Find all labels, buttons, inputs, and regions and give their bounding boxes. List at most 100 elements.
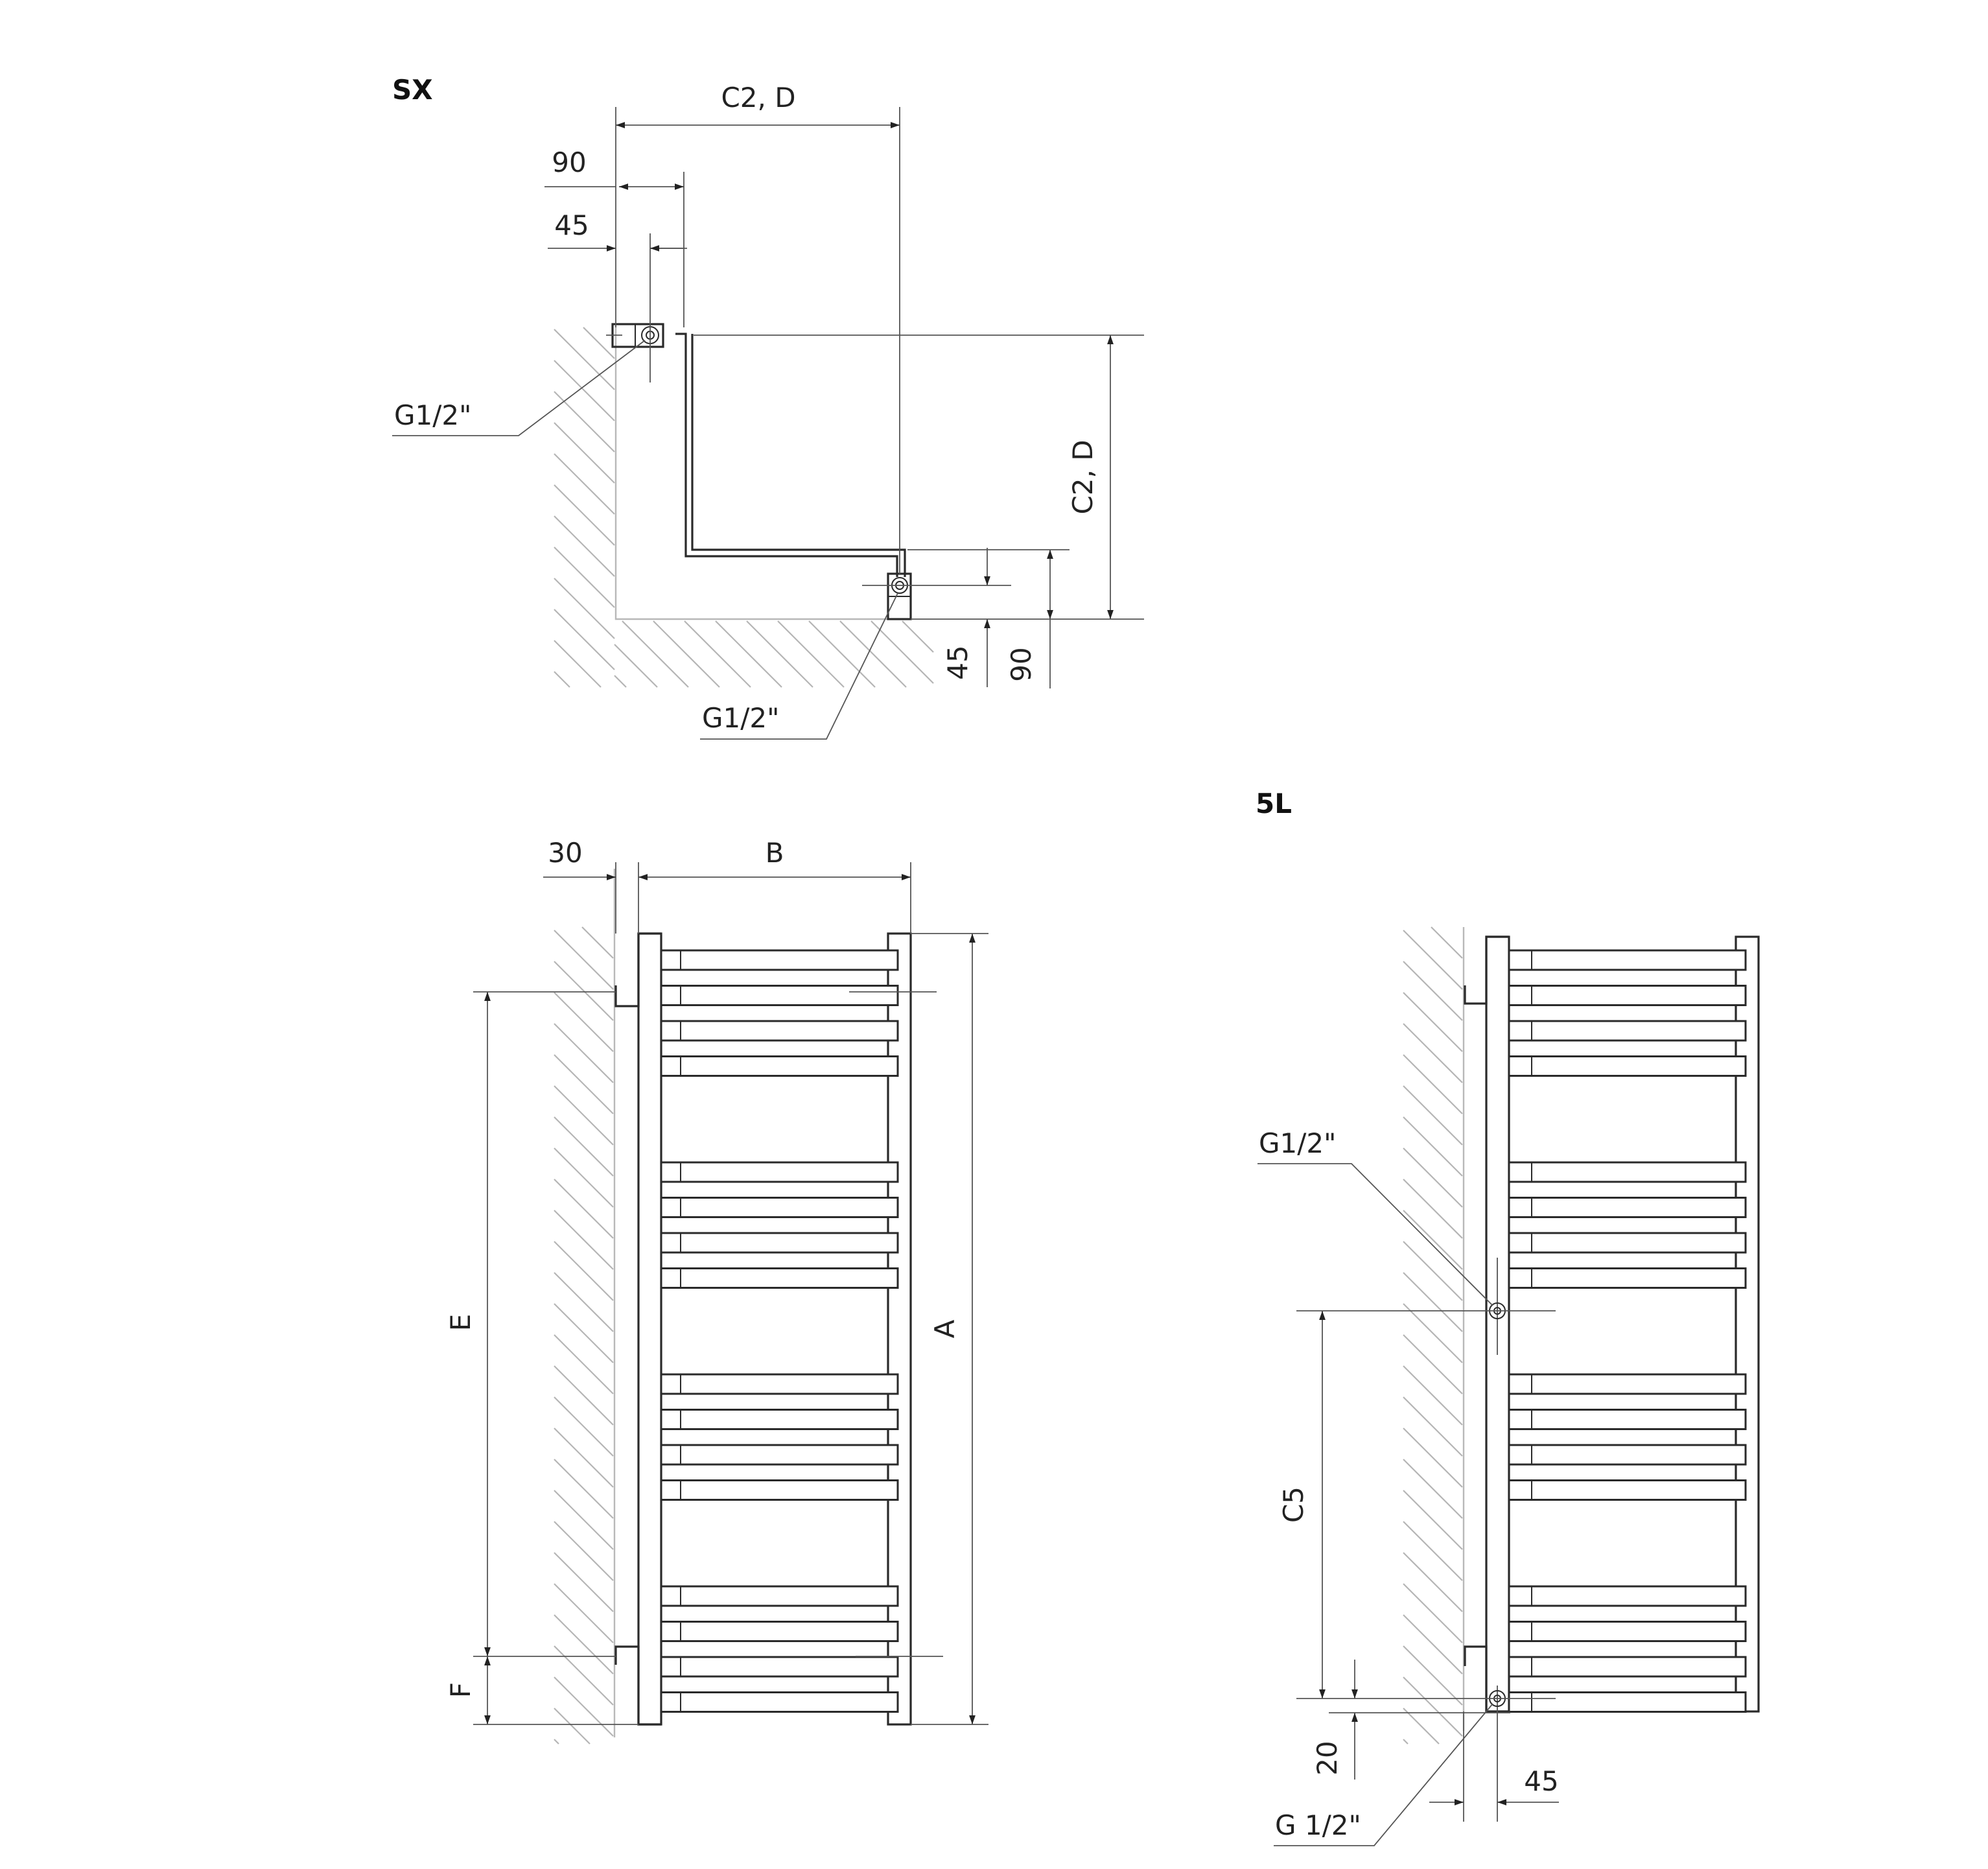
wall-hatch-line [1403, 1396, 1463, 1457]
front-dim-b: B [638, 837, 911, 880]
five-l-leader-lower: G 1/2" [1274, 1703, 1493, 1846]
wall-hatch-line [614, 644, 658, 688]
wall-hatch-line [1403, 1147, 1463, 1208]
sx-conn-lower-label: G1/2" [702, 702, 779, 734]
wall-hatch-line [1403, 1365, 1463, 1426]
wall-hatch-line [554, 992, 614, 1052]
wall-hatch-line [554, 1490, 614, 1550]
five-l-conn-lower-label: G 1/2" [1275, 1809, 1361, 1841]
wall-hatch-line [1403, 1583, 1463, 1643]
wall-hatch-line [554, 1210, 614, 1270]
sx-dim-45-top: 45 [548, 209, 687, 252]
rung [660, 1691, 899, 1713]
wall-hatch-line [554, 1023, 614, 1083]
rung [660, 1373, 899, 1395]
rung [660, 1055, 899, 1077]
rung [660, 1585, 899, 1607]
rung [1508, 1691, 1747, 1713]
wall-hatch-line [554, 1583, 614, 1643]
wall-hatch-line [1403, 1085, 1463, 1146]
wall-hatch-line [1403, 1303, 1463, 1363]
wall-hatch-line [554, 609, 615, 670]
wall-hatch-line [1403, 1023, 1463, 1083]
five-l-wall [1403, 926, 1465, 1745]
wall-hatch-line [1403, 1334, 1463, 1394]
wall-hatch-line [554, 1396, 614, 1457]
wall-hatch-line [839, 620, 907, 688]
wall-hatch-line [653, 620, 720, 688]
wall-hatch-line [554, 484, 615, 546]
rung [1508, 1373, 1747, 1395]
rung [660, 985, 899, 1006]
wall-hatch-line [554, 1085, 614, 1146]
rung [660, 1161, 899, 1183]
wall-hatch-line [1403, 1054, 1463, 1114]
front-dim-e-label: E [445, 1314, 476, 1332]
wall-hatch-line [554, 515, 615, 577]
front-right-collector [887, 932, 912, 1726]
rung [660, 1409, 899, 1430]
wall-hatch-line [1403, 1459, 1463, 1519]
sx-dim-top-c2d: C2, D [616, 82, 900, 128]
wall-hatch-line [583, 327, 615, 359]
wall-hatch-line [554, 1241, 614, 1301]
wall-hatch-line [554, 671, 570, 688]
wall-hatch-line [871, 620, 934, 684]
front-dim-e: E [445, 992, 491, 1656]
rung [660, 1621, 899, 1642]
rung [1508, 1409, 1747, 1430]
wall-hatch-line [554, 1521, 614, 1581]
five-l-conn-upper-label: G1/2" [1259, 1127, 1336, 1159]
wall-hatch-line [1403, 1552, 1463, 1612]
sx-view: SX [392, 74, 1144, 740]
sx-pipe [675, 333, 906, 577]
rung [660, 1197, 899, 1218]
wall-hatch-line [1403, 1179, 1463, 1239]
wall-hatch-line [554, 1272, 614, 1332]
wall-hatch-line [554, 360, 615, 421]
five-l-rungs [1508, 949, 1747, 1713]
wall-hatch-line [1403, 961, 1463, 1021]
wall-hatch-line [1403, 930, 1463, 990]
wall-hatch-line [554, 961, 614, 1021]
wall-hatch-line [1403, 1645, 1463, 1706]
rung [660, 1232, 899, 1254]
front-dim-30: 30 [543, 837, 616, 880]
wall-hatch-line [554, 453, 615, 515]
wall-hatch-line [554, 1334, 614, 1394]
five-l-title: 5L [1256, 788, 1292, 819]
rung [1508, 1585, 1747, 1607]
five-l-leader-upper: G1/2" [1257, 1127, 1493, 1306]
wall-hatch-line [1403, 992, 1463, 1052]
wall-hatch-line [581, 926, 614, 959]
front-view: 30 B A E F [445, 837, 988, 1745]
sx-dim-90-right: 90 [1005, 550, 1053, 688]
rung [1508, 1267, 1747, 1289]
front-dim-b-label: B [766, 837, 784, 869]
rung [1508, 1197, 1747, 1218]
wall-hatch-line [902, 620, 934, 653]
five-l-view: 5L [1256, 788, 1760, 1846]
wall-hatch-line [1403, 1676, 1463, 1737]
wall-hatch-line [554, 422, 615, 484]
wall-hatch-line [554, 1552, 614, 1612]
rung [1508, 949, 1747, 971]
wall-hatch-line [554, 1116, 614, 1177]
front-dim-f-label: F [445, 1682, 476, 1698]
wall-hatch-line [554, 1676, 614, 1737]
front-left-collector [637, 932, 662, 1726]
front-rungs [660, 949, 899, 1713]
wall-hatch-line [554, 1179, 614, 1239]
five-l-conn-lower [1489, 1686, 1506, 1822]
sx-leader-upper: G1/2" [392, 340, 646, 436]
sx-dim-45-right-label: 45 [942, 645, 974, 679]
rung [1508, 1232, 1747, 1254]
front-dim-a-label: A [929, 1319, 961, 1338]
wall-hatch-line [1431, 926, 1463, 959]
five-l-dim-c5-label: C5 [1278, 1487, 1309, 1523]
rung [660, 1479, 899, 1501]
rung [1508, 1444, 1747, 1466]
rung [660, 1020, 899, 1042]
five-l-extension-lines [1296, 1310, 1556, 1822]
